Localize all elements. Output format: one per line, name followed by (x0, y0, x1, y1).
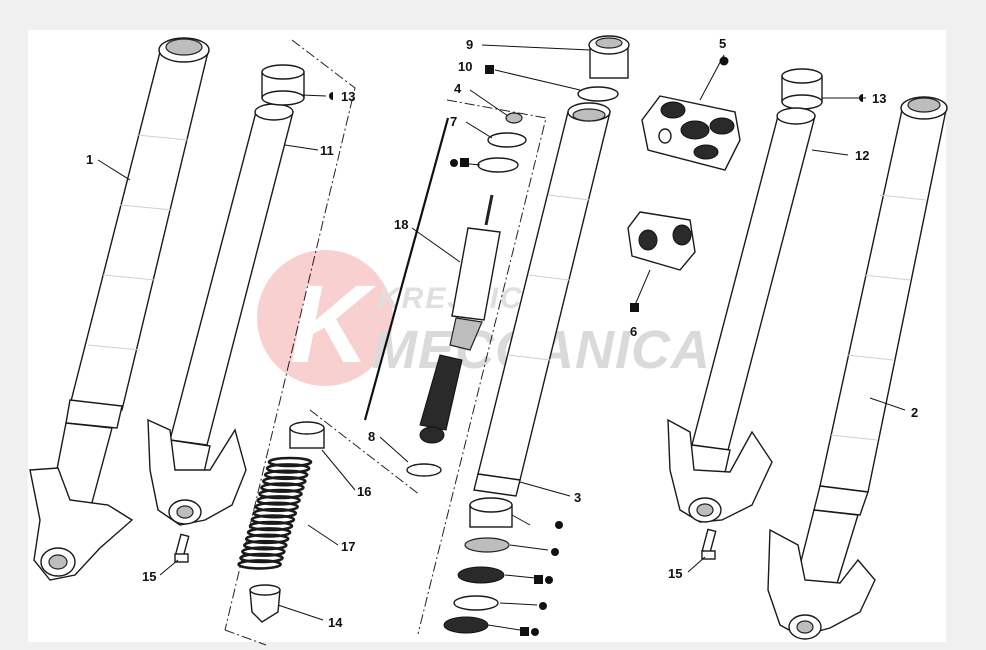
callout-17: 17 (341, 539, 355, 554)
square-marker (630, 303, 639, 312)
spring-coil (265, 463, 311, 474)
watermark-logo-letter: K (290, 263, 377, 386)
assembly-boundary-left (224, 39, 356, 631)
spring-coil (260, 482, 305, 493)
callout-15-left: 15 (142, 569, 156, 584)
callout-4: 4 (454, 81, 462, 96)
callout-12: 12 (855, 148, 869, 163)
callout-14: 14 (328, 615, 343, 630)
spring-spacer (289, 421, 325, 449)
spring-coil (256, 495, 301, 506)
circle-marker (450, 159, 458, 167)
square-marker (460, 158, 469, 167)
spring-coil (261, 475, 307, 487)
top-cap-right (781, 68, 823, 110)
damper-cartridge (419, 194, 501, 444)
circle-marker (531, 628, 539, 636)
leader-lines (97, 44, 906, 631)
callout-9: 9 (466, 37, 473, 52)
spring-coil (244, 533, 290, 545)
spring-coil (250, 514, 296, 525)
top-cap-left (261, 64, 305, 106)
callout-7: 7 (450, 114, 457, 129)
assembly-boundary-spring (309, 409, 421, 496)
fork-leg-right (767, 96, 948, 640)
spring-coil (241, 546, 286, 557)
spring-coil (258, 488, 303, 500)
axle-bolt-left (174, 533, 190, 563)
spring-coil (242, 539, 288, 551)
spring-coil (239, 552, 284, 564)
callout-15-right: 15 (668, 566, 682, 581)
callout-3: 3 (574, 490, 581, 505)
assembly-boundary-left-foot (224, 629, 267, 646)
top-cap-center (577, 35, 630, 102)
bushing-stack (443, 497, 513, 634)
watermark-logo-disc (257, 250, 393, 386)
spring-coil (246, 527, 292, 538)
callout-5: 5 (719, 36, 726, 51)
outer-tube-left (147, 103, 294, 526)
outer-tube-center (473, 102, 611, 497)
spring-coil (263, 469, 309, 481)
callout-10: 10 (458, 59, 472, 74)
top-triple-clamp (641, 95, 741, 171)
nut-part-4 (505, 112, 523, 124)
callout-13-right: 13 (872, 91, 886, 106)
callout-2: 2 (911, 405, 918, 420)
circle-marker (719, 56, 729, 66)
callout-labels: 1 2 3 4 5 6 7 8 9 10 11 12 13 13 14 15 1… (86, 36, 918, 630)
outer-tube-right (667, 107, 816, 523)
callout-1: 1 (86, 152, 93, 167)
legend-markers (329, 56, 863, 636)
o-ring-pair (477, 157, 519, 173)
spring-coil (237, 559, 282, 570)
callout-16: 16 (357, 484, 371, 499)
fork-leg-left (29, 37, 210, 581)
callout-13-left: 13 (341, 89, 355, 104)
spring-seat (249, 584, 281, 623)
circle-marker (555, 521, 563, 529)
circle-marker (551, 548, 559, 556)
circle-marker (539, 602, 547, 610)
callout-18: 18 (394, 217, 408, 232)
callout-8: 8 (368, 429, 375, 444)
spring-coil (248, 520, 294, 532)
o-ring-part-7 (487, 132, 527, 148)
damper-rod-line (363, 117, 450, 421)
lower-clamp (627, 211, 696, 271)
axle-bolt-right (701, 528, 717, 560)
half-circle-marker (329, 92, 333, 100)
assembly-boundary-center (417, 99, 547, 635)
square-marker (485, 65, 494, 74)
o-ring-part-8 (406, 463, 442, 477)
spring-coil (254, 501, 300, 513)
circle-marker (545, 576, 553, 584)
square-marker (534, 575, 543, 584)
half-circle-marker (859, 94, 863, 102)
spring-coil (267, 456, 313, 468)
spring-coil (252, 507, 298, 519)
callout-6: 6 (630, 324, 637, 339)
square-marker (520, 627, 529, 636)
fork-spring (237, 456, 313, 570)
callout-11: 11 (320, 143, 334, 158)
